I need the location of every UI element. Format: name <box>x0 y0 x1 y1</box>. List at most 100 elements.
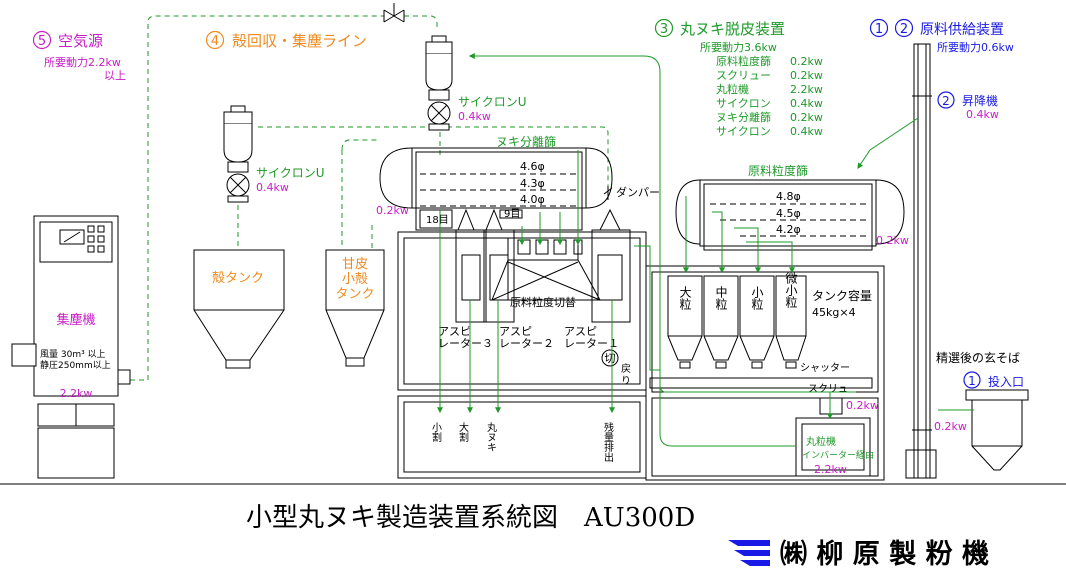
return-label-2: り <box>621 375 631 387</box>
aspirator-1-label-2: レーター１ <box>564 337 619 350</box>
number-circle-icon <box>963 371 981 389</box>
section-label: 丸ヌキ脱皮装置 <box>680 20 785 38</box>
damper-icon <box>603 186 613 200</box>
elevator-kw: 0.2kw <box>934 420 967 433</box>
cyclone-top <box>425 35 453 131</box>
section-5-heading: 5 空気源 所要動力2.2kw 以上 <box>32 30 126 82</box>
section-label: 昇降機 <box>962 93 998 108</box>
raw-material-sieve <box>675 179 905 251</box>
aspirator-1-label-1: アスピ <box>564 325 597 338</box>
bucket-elevator <box>905 43 1029 479</box>
power-item-name: ヌキ分離篩 <box>716 110 771 124</box>
outlet-marunuki: 丸ヌキ <box>485 421 497 452</box>
mesh-40-label: 4.0φ <box>520 193 545 206</box>
bin-labels: 大粒 中粒 小粒 微小粒 <box>678 272 798 310</box>
diagram-title: 小型丸ヌキ製造装置系統図 AU300D <box>246 503 695 533</box>
kanpi-tank-label-3: タンク <box>335 287 374 302</box>
bin-medium-label: 中粒 <box>714 285 728 310</box>
section-label: 空気源 <box>58 32 103 50</box>
husk-tank-label: 殻タンク <box>212 271 264 286</box>
cyclone-top-label: サイクロンU <box>458 95 527 109</box>
number-circle-icon <box>869 18 889 38</box>
outlet-small-broken: 小割 <box>430 422 442 443</box>
cyclone-left <box>223 105 253 203</box>
shutter-label: シャッター <box>800 362 850 374</box>
power-item-kw: 0.2kw <box>790 69 823 82</box>
air-duct-branch <box>341 139 380 151</box>
raw-sieve-kw: 0.2kw <box>876 234 909 247</box>
tank-capacity-value: 45kg×4 <box>812 306 856 319</box>
section-number: 2 <box>942 94 950 108</box>
marutsubu-machine <box>795 417 871 477</box>
cyclone-left-kw: 0.4kw <box>256 181 289 194</box>
flow-lines <box>437 53 974 447</box>
static-pressure-text: 静圧250mm以上 <box>40 359 111 371</box>
power-list: 原料粒度篩 0.2kw スクリュー 0.2kw 丸粒機 2.2kw サイクロン … <box>716 54 823 138</box>
aspirator-2-label-2: レーター２ <box>499 337 554 350</box>
air-duct-main <box>130 15 384 381</box>
number-circle-icon <box>205 30 225 50</box>
power-item-name: サイクロン <box>716 97 771 110</box>
screw-label: スクリュー <box>808 383 858 395</box>
power-item-name: 原料粒度篩 <box>716 54 771 68</box>
air-duct-top-cyclone <box>404 15 438 30</box>
cyclone-left-label: サイクロンU <box>256 166 325 180</box>
power-item-kw: 0.2kw <box>790 111 823 124</box>
cut-label: 切 <box>605 352 616 365</box>
husk-tank <box>193 249 285 369</box>
bin-micro-label: 微小粒 <box>784 272 798 308</box>
power-item-name: 丸粒機 <box>716 82 749 96</box>
screw-kw: 0.2kw <box>846 399 879 412</box>
marutsubu-label: 丸粒機 <box>806 435 836 448</box>
power-text: 所要動力0.6kw <box>937 40 1014 54</box>
mesh-48-label: 4.8φ <box>776 190 801 203</box>
company-logo-icon <box>728 540 770 566</box>
nuki-sieve-label: ヌキ分離篩 <box>496 134 556 149</box>
number-circle-icon <box>937 91 955 109</box>
kw-text: 0.4kw <box>966 108 999 121</box>
number-circle-icon <box>654 18 674 38</box>
damper-label: ダンパー <box>616 185 660 199</box>
inlet-number: 1 <box>968 374 976 388</box>
elevator-heading: 2 昇降機 0.4kw <box>937 91 999 121</box>
mesh-45-label: 4.5φ <box>776 207 801 220</box>
bin-small-label: 小粒 <box>750 286 764 310</box>
flow-to-cyclone <box>468 53 661 420</box>
mesh-46-label: 4.6φ <box>520 160 545 173</box>
section-number: 4 <box>211 34 219 49</box>
company-name: ㈱ 柳 原 製 粉 機 <box>780 539 989 570</box>
cyclone-top-kw: 0.4kw <box>458 110 491 123</box>
marutsubu-kw: 2.2kw <box>814 463 847 476</box>
dust-collector-kw: 2.2kw <box>60 387 93 400</box>
dust-collector-label: 集塵機 <box>56 312 95 328</box>
power-item-kw: 0.4kw <box>790 125 823 138</box>
inverter-label: インバーター経由 <box>802 449 874 461</box>
nuki-sieve-kw: 0.2kw <box>376 204 409 217</box>
tank-capacity-label: タンク容量 <box>812 288 872 303</box>
outlet-residue: 残量排出 <box>602 421 614 462</box>
power-text: 所要動力3.6kw <box>700 40 777 54</box>
mesh-43-label: 4.3φ <box>520 177 545 190</box>
section-3-heading: 3 丸ヌキ脱皮装置 所要動力3.6kw 原料粒度篩 0.2kw スクリュー 0.… <box>654 18 823 138</box>
section-1-2-heading: 1 2 原料供給装置 所要動力0.6kw <box>869 18 1014 54</box>
air-duct-lines <box>130 15 609 381</box>
section-number: 1 <box>875 22 883 37</box>
kanpi-tank-label-1: 甘皮 <box>342 257 368 272</box>
bin-large-label: 大粒 <box>678 286 692 310</box>
outlet-large-broken: 大割 <box>457 421 469 443</box>
kanpi-tank-label-2: 小殻 <box>342 272 368 287</box>
air-duct-left-cyclone <box>258 126 609 190</box>
after-selection-label: 精選後の玄そば <box>936 350 1020 365</box>
size-switch-label: 原料粒度切替 <box>510 295 576 309</box>
raw-sieve-label: 原料粒度篩 <box>748 163 808 178</box>
outlets: 小割 大割 丸ヌキ 残量排出 <box>430 421 614 462</box>
power-text-2: 以上 <box>104 69 126 82</box>
aspirator-3-label-2: レーター３ <box>438 337 493 350</box>
power-item-name: スクリュー <box>716 69 771 82</box>
inlet-label: 投入口 <box>988 374 1024 389</box>
flow-elevator-to-sieve <box>857 117 919 169</box>
number-circle-icon <box>894 18 914 38</box>
mesh-9-label: 9目 <box>504 209 520 220</box>
aspirator-2-label-1: アスピ <box>499 325 532 338</box>
